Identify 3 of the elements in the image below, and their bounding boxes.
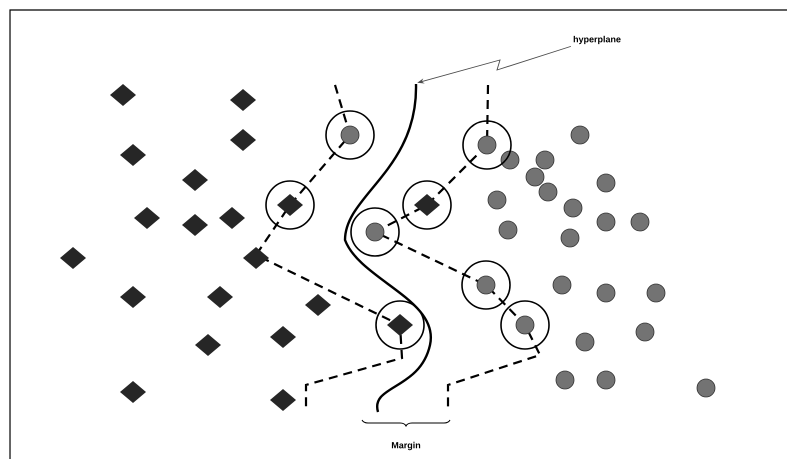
callout-text: hyperplane bbox=[574, 36, 621, 44]
hyperplane-curve bbox=[344, 84, 432, 412]
margin-label: Margin bbox=[392, 442, 420, 450]
